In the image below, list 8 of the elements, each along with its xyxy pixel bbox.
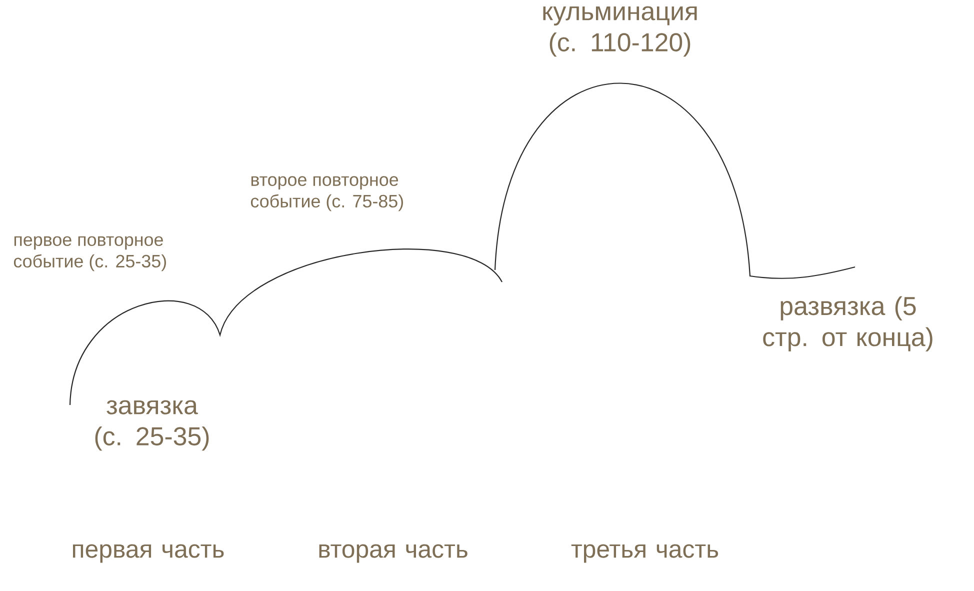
part-label: вторая часть: [319, 544, 468, 563]
curve-label: первое повторное событие (с. 25-35): [14, 236, 166, 272]
curve-label: завязка (с. 25-35): [95, 400, 209, 451]
part-label: первая часть: [73, 544, 224, 563]
curve-label: развязка (5 стр. от конца): [763, 296, 932, 352]
part-label: третья часть: [571, 544, 718, 563]
curve-label: второе повторное событие (с. 75-85): [250, 176, 403, 212]
curve-label: кульминация (с. 110-120): [543, 6, 697, 57]
